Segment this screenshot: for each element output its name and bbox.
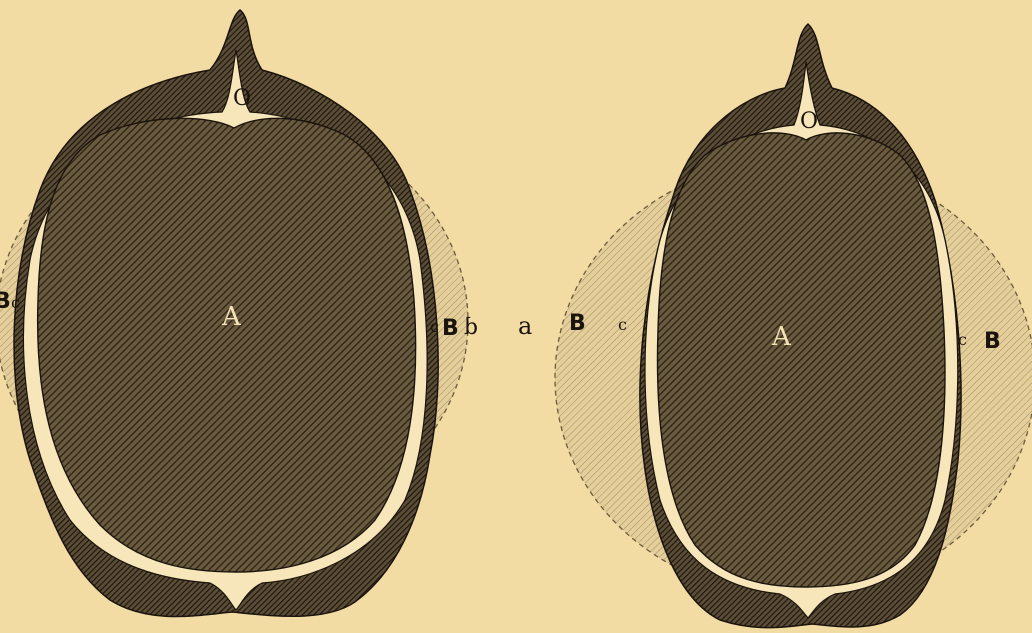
right-label-B-right: B [984, 329, 1001, 354]
left-label-c-left: c [11, 293, 20, 312]
right-label-B-left: B [569, 311, 586, 336]
left-label-O: O [233, 86, 251, 111]
right-kernel-A [657, 133, 944, 587]
right-label-c-right: c [958, 330, 967, 349]
right-label-c-left: c [618, 315, 627, 334]
left-kernel-A [38, 118, 416, 572]
left-label-c-right: c [430, 317, 439, 336]
left-label-B-right: B [442, 316, 459, 341]
right-label-O: O [800, 109, 818, 134]
left-label-B-left: B [0, 289, 11, 314]
right-label-A: A [771, 322, 792, 352]
right-label-a: a [518, 312, 532, 340]
left-label-A: A [221, 302, 242, 332]
left-label-d: d [464, 315, 478, 340]
